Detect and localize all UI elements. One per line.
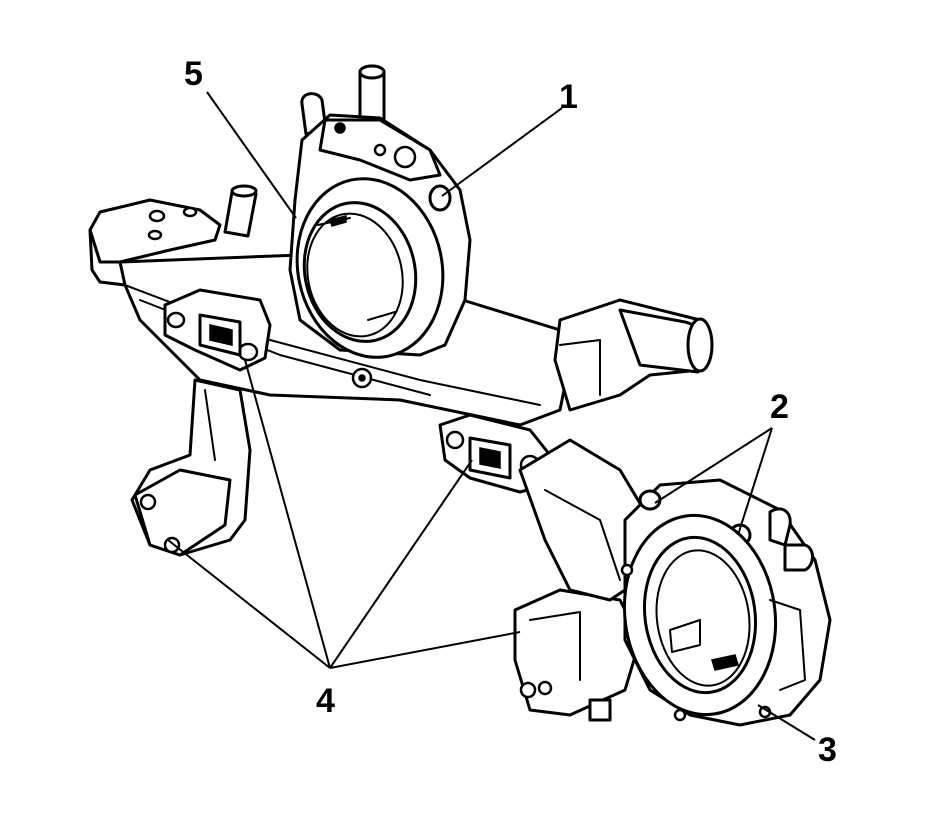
- callout-labels: 5 1 2 3 4: [184, 55, 837, 769]
- throttle-body: [288, 64, 472, 359]
- leader-lines: [167, 91, 816, 741]
- leader-4d: [329, 631, 521, 669]
- callout-5: 5: [184, 55, 203, 93]
- leader-4b: [244, 359, 331, 669]
- leader-4a: [167, 539, 331, 669]
- outlet-pipe: [553, 298, 714, 412]
- callout-4: 4: [316, 682, 335, 720]
- support-leg-right: [513, 588, 642, 722]
- leader-1: [441, 107, 563, 197]
- leader-5: [206, 91, 297, 219]
- leader-4c: [329, 459, 473, 669]
- leader-3: [757, 704, 816, 741]
- mounting-flange-left: [163, 288, 272, 372]
- support-leg-left: [130, 378, 252, 557]
- callout-3: 3: [818, 731, 837, 769]
- leader-2a: [654, 427, 773, 504]
- callout-2: 2: [770, 388, 789, 426]
- leader-2b: [737, 427, 773, 536]
- callout-1: 1: [559, 78, 578, 116]
- lower-throttle-body: [620, 478, 832, 727]
